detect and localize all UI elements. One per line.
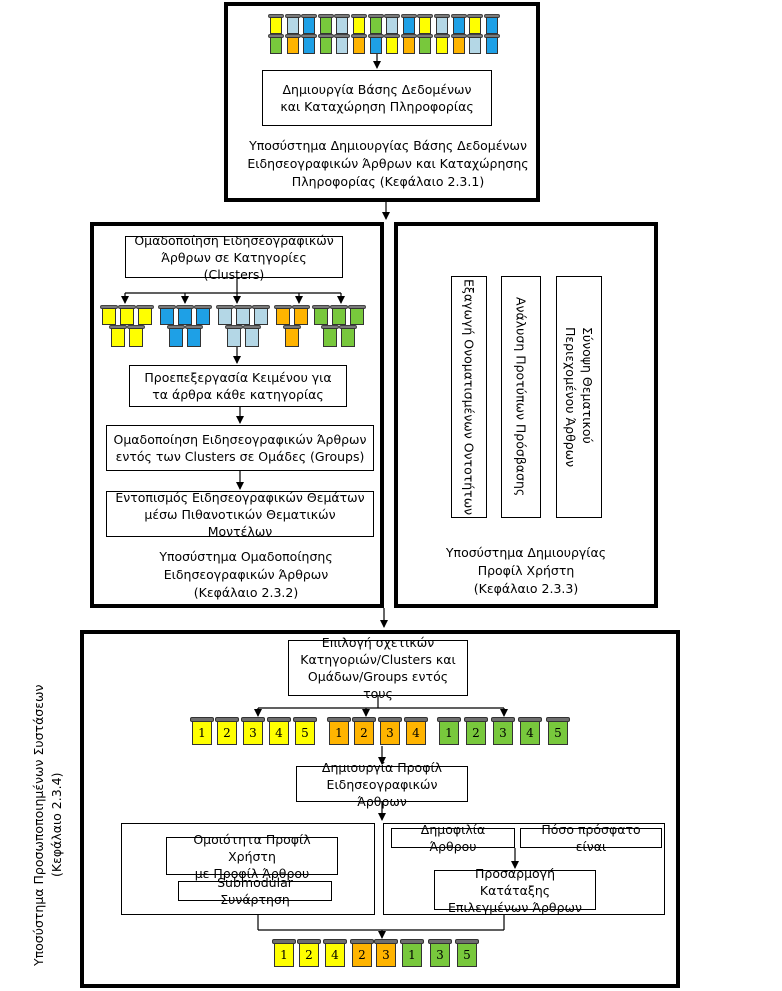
numbered-article-scroll-icon: 1 [327, 717, 351, 745]
numbered-article-scroll-icon: 4 [323, 939, 347, 967]
numbered-article-scroll-icon: 4 [404, 717, 428, 745]
article-scroll-icon [467, 14, 484, 34]
numbered-article-scroll-icon: 2 [350, 939, 374, 967]
article-scroll-icon [351, 34, 367, 54]
ranking-adjustment-box: Προσαρμογή Κατάταξης Επιλεγμένων Άρθρων [434, 866, 596, 915]
user-profile-subsystem-caption: Υποσύστημα Δημιουργίας Προφίλ Χρήστη (Κε… [445, 545, 607, 596]
article-scroll-icon [384, 14, 401, 34]
article-scroll-icon [334, 34, 351, 54]
topic-summary-box: Σύνοψη Θεματικού Περιεχομένου Άρθρων [556, 276, 602, 518]
article-scroll-icon [136, 305, 154, 325]
article-scroll-icon [334, 14, 351, 34]
numbered-article-scroll-icon: 4 [518, 717, 542, 745]
numbered-article-scroll-icon: 1 [400, 939, 424, 967]
article-scroll-icon [450, 34, 467, 54]
numbered-article-scroll-icon: 2 [464, 717, 488, 745]
article-scroll-icon [292, 305, 310, 325]
article-scroll-icon [252, 305, 270, 325]
article-scroll-icon [225, 325, 243, 347]
numbered-article-scroll-icon: 1 [190, 717, 214, 745]
numbered-article-scroll-icon: 5 [455, 939, 479, 967]
article-scroll-icon [312, 305, 330, 325]
database-creation-box: Δημιουργία Βάσης Δεδομένων και Καταχώρησ… [262, 70, 492, 126]
similarity-box: Ομοιότητα Προφίλ Χρήστη με Προφίλ Άρθρου [166, 832, 338, 881]
article-scroll-icon [339, 325, 357, 347]
article-scroll-icon [284, 14, 301, 34]
numbered-article-scroll-icon: 2 [215, 717, 239, 745]
article-scroll-icon [216, 305, 234, 325]
article-scroll-icon [274, 305, 292, 325]
article-scroll-icon [234, 305, 252, 325]
numbered-article-scroll-icon: 1 [437, 717, 461, 745]
clustering-subsystem-caption: Υποσύστημα Ομαδοποίησης Ειδησεογραφικών … [159, 549, 333, 600]
numbered-article-scroll-icon: 5 [546, 717, 570, 745]
article-scroll-icon [400, 14, 417, 34]
article-scroll-icon [283, 325, 301, 347]
article-scroll-icon [417, 14, 434, 34]
grouping-box: Ομαδοποίηση Ειδησεογραφικών Άρθρων εντός… [106, 425, 374, 471]
article-scroll-icon [483, 34, 500, 54]
numbered-article-scroll-icon: 3 [491, 717, 515, 745]
submodular-box: Submodular Συνάρτηση [178, 875, 332, 907]
article-scroll-icon [100, 305, 118, 325]
article-scroll-icon [284, 34, 301, 54]
article-scroll-icon [185, 325, 203, 347]
article-scroll-icon [301, 14, 318, 34]
numbered-article-scroll-icon: 2 [297, 939, 321, 967]
article-scroll-icon [367, 14, 384, 34]
numbered-article-scroll-icon: 2 [352, 717, 376, 745]
article-scroll-icon [109, 325, 127, 347]
article-scroll-icon [158, 305, 176, 325]
numbered-article-scroll-icon: 3 [241, 717, 265, 745]
article-scroll-icon [400, 34, 417, 54]
numbered-article-scroll-icon: 5 [293, 717, 317, 745]
article-scroll-icon [483, 14, 500, 34]
preprocessing-box: Προεπεξεργασία Κειμένου για τα άρθρα κάθ… [129, 365, 347, 407]
numbered-article-scroll-icon: 3 [428, 939, 452, 967]
access-pattern-analysis-box: Ανάλυση Προτύπων Πρόσβασης [501, 276, 541, 518]
article-scroll-icon [450, 14, 467, 34]
numbered-article-scroll-icon: 3 [374, 939, 398, 967]
article-scroll-icon [167, 325, 185, 347]
numbered-article-scroll-icon: 4 [267, 717, 291, 745]
topic-modeling-box: Εντοπισμός Ειδησεογραφικών Θεμάτων μέσω … [106, 490, 374, 539]
article-scroll-icon [367, 34, 384, 54]
article-scroll-icon [351, 14, 367, 34]
article-scroll-icon [467, 34, 484, 54]
select-clusters-box: Επιλογή σχετικών Κατηγοριών/Clusters και… [288, 635, 468, 701]
recency-box: Πόσο πρόσφατο είναι [520, 822, 662, 854]
article-scroll-icon [127, 325, 145, 347]
recommendation-subsystem-caption: Υποσύστημα Προσωποποιημένων Συστάσεων (Κ… [31, 684, 64, 966]
article-scroll-icon [321, 325, 339, 347]
article-scroll-icon [268, 34, 284, 54]
popularity-box: Δημοφιλία Άρθρου [391, 822, 515, 854]
named-entity-extraction-box: Εξαγωγή Ονοματισμένων Οντοτήτων [451, 276, 487, 518]
article-scroll-icon [176, 305, 194, 325]
database-subsystem-caption: Υποσύστημα Δημιουργίας Βάσης Δεδομένων Ε… [247, 138, 529, 189]
clustering-box: Ομαδοποίηση Ειδησεογραφικών Άρθρων σε Κα… [125, 233, 343, 282]
article-scroll-icon [434, 34, 450, 54]
article-scroll-icon [118, 305, 136, 325]
numbered-article-scroll-icon: 1 [272, 939, 296, 967]
article-scroll-icon [194, 305, 212, 325]
article-scroll-icon [268, 14, 284, 34]
article-scroll-icon [243, 325, 261, 347]
article-scroll-icon [317, 34, 334, 54]
article-profile-box: Δημιουργία Προφίλ Ειδησεογραφικών Άρθρων [296, 760, 468, 809]
article-scroll-icon [301, 34, 318, 54]
article-scroll-icon [384, 34, 401, 54]
article-scroll-icon [330, 305, 348, 325]
article-scroll-icon [417, 34, 434, 54]
numbered-article-scroll-icon: 3 [378, 717, 402, 745]
article-scroll-icon [317, 14, 334, 34]
article-scroll-icon [434, 14, 450, 34]
article-scroll-icon [348, 305, 366, 325]
